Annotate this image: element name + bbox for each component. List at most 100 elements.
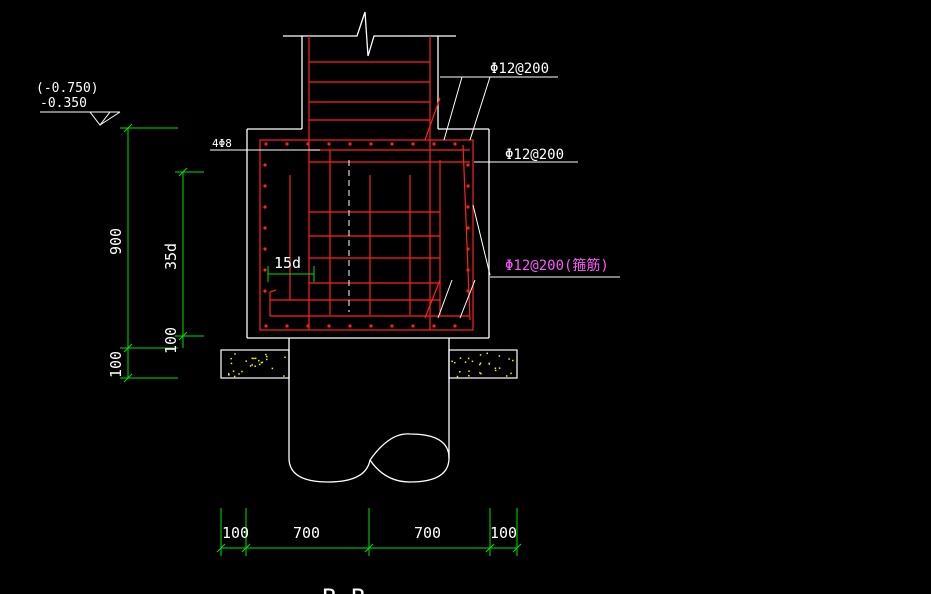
- speckle: [488, 363, 491, 365]
- speckle: [230, 362, 233, 365]
- speckle: [265, 353, 267, 356]
- speckle: [498, 355, 501, 357]
- elevation-marker: (-0.750) -0.350: [36, 81, 121, 126]
- rebar-dot: [306, 142, 310, 146]
- speckle: [459, 371, 461, 373]
- rebar-dot: [306, 324, 310, 328]
- speckle: [251, 364, 253, 366]
- speckle: [241, 370, 243, 373]
- speckle: [245, 360, 247, 362]
- rebar-dot: [263, 226, 267, 230]
- speckle: [253, 357, 255, 360]
- callout-corner-bars: 4Φ8: [212, 137, 232, 150]
- rebar-dot: [466, 184, 470, 188]
- speckle: [251, 357, 253, 360]
- rebar-dot: [453, 324, 457, 328]
- speckle: [464, 361, 467, 363]
- speckle: [228, 374, 230, 376]
- rebar-dot: [285, 142, 289, 146]
- speckle: [266, 358, 268, 361]
- rebar-dot: [369, 324, 373, 328]
- concrete-speckles: [228, 352, 514, 378]
- speckle: [510, 372, 512, 375]
- speckle: [249, 365, 252, 367]
- speckle: [254, 365, 256, 367]
- dim-15d: 15d: [274, 254, 301, 272]
- speckle: [233, 375, 236, 378]
- rebar-dot: [263, 289, 267, 293]
- rebar-dot: [327, 324, 331, 328]
- rebar-dot: [285, 324, 289, 328]
- speckle: [238, 373, 240, 375]
- rebar-dot: [466, 289, 470, 293]
- speckle: [284, 356, 286, 358]
- rebar-dot: [432, 142, 436, 146]
- rebar-dot: [432, 324, 436, 328]
- speckle: [494, 367, 497, 369]
- rebar-dot: [263, 268, 267, 272]
- speckle: [454, 361, 456, 364]
- rebar-dot: [466, 226, 470, 230]
- speckle: [512, 359, 514, 362]
- speckle: [508, 358, 510, 360]
- speckle: [232, 370, 235, 372]
- rebar-dot: [466, 205, 470, 209]
- speckle: [451, 360, 453, 363]
- speckle: [260, 361, 263, 364]
- speckle: [471, 360, 474, 363]
- callout-top: Φ12@200: [490, 61, 549, 77]
- speckle: [230, 357, 232, 360]
- rebar-dot: [369, 142, 373, 146]
- bedding-layer: [220, 349, 518, 379]
- rebar-dot: [348, 142, 352, 146]
- speckle: [498, 367, 501, 369]
- speckle: [479, 354, 482, 356]
- rebar-cage: [259, 36, 474, 331]
- speckle: [234, 353, 236, 355]
- speckle: [254, 357, 257, 360]
- rebar-dot: [390, 324, 394, 328]
- speckle: [266, 355, 268, 358]
- elevation-lower: -0.350: [40, 96, 87, 111]
- speckle: [459, 357, 462, 359]
- rebar-dot: [453, 142, 457, 146]
- speckle: [479, 363, 481, 366]
- pile-bottom-right: [369, 433, 450, 461]
- rebar-dot: [263, 247, 267, 251]
- rebar-dot: [466, 163, 470, 167]
- speckle: [271, 367, 274, 370]
- pile-bottom-left: [288, 457, 371, 483]
- speckle: [258, 359, 260, 362]
- rebar-callouts: Φ12@200 Φ12@200 Φ12@200(箍筋) 4Φ8: [212, 61, 609, 274]
- rebar-dot: [264, 324, 268, 328]
- rebar-dot: [327, 142, 331, 146]
- dim-bottom-100-left: 100: [222, 524, 249, 542]
- rebar-dot: [263, 205, 267, 209]
- callout-mid: Φ12@200: [505, 147, 564, 163]
- dim-900: 900: [107, 228, 125, 255]
- speckle: [261, 361, 264, 364]
- speckle: [228, 373, 230, 375]
- break-line: [283, 11, 456, 57]
- rebar-dots: [263, 142, 470, 328]
- dim-bottom-700-right: 700: [414, 524, 441, 542]
- dim-100-upper: 100: [162, 327, 180, 354]
- callout-leaders: [210, 76, 620, 319]
- rebar-dot: [348, 324, 352, 328]
- rebar-dot: [466, 247, 470, 251]
- speckle: [468, 375, 470, 377]
- speckle: [494, 369, 497, 372]
- speckle: [479, 362, 482, 364]
- rebar-dot: [263, 184, 267, 188]
- dimension-texts: 900 35d 100 100 15d 100 700 700 100: [107, 228, 517, 542]
- elevation-upper: (-0.750): [36, 81, 99, 96]
- rebar-dot: [466, 268, 470, 272]
- speckle: [505, 375, 508, 377]
- speckle: [258, 363, 261, 366]
- dim-bottom-100-right: 100: [490, 524, 517, 542]
- dim-bottom-700-left: 700: [293, 524, 320, 542]
- dim-100-lower: 100: [107, 351, 125, 378]
- dim-35d: 35d: [162, 243, 180, 270]
- dimension-lines: [120, 123, 522, 556]
